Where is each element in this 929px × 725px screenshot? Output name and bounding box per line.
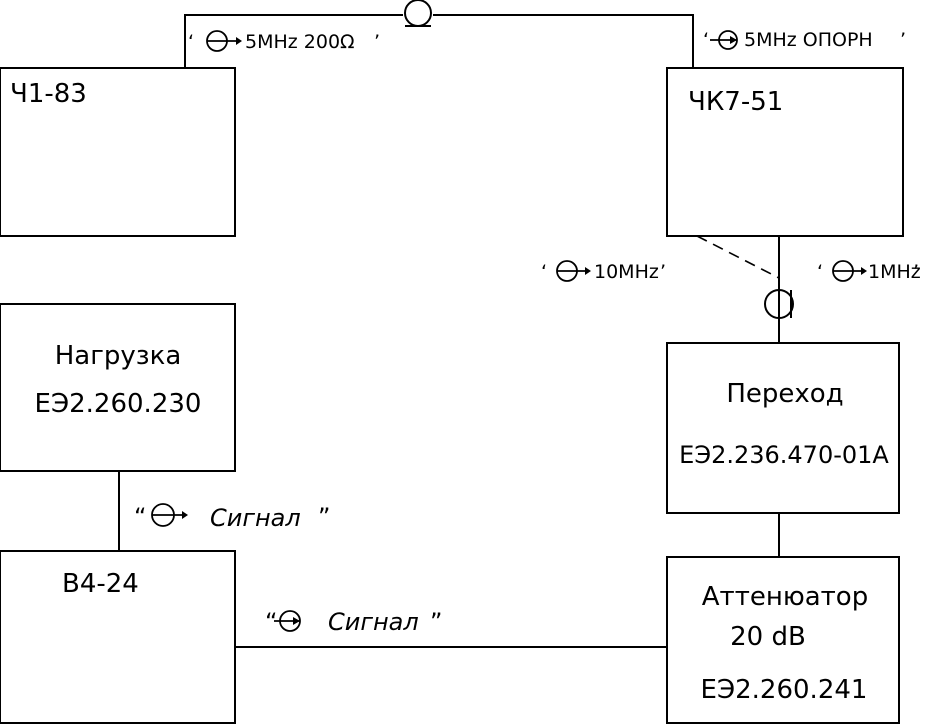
connector-5mhz-ref: ‘ 5MHz ОПОРН ’ — [703, 29, 906, 51]
block-attenuator-code: ЕЭ2.260.241 — [701, 675, 868, 705]
cable-5mhz — [184, 14, 403, 68]
output-arrow-icon — [206, 30, 242, 52]
wires — [118, 14, 780, 648]
block-v4-24-title: В4-24 — [62, 569, 139, 599]
quote-open: ‘ — [188, 31, 194, 53]
block-v4-24[interactable] — [0, 550, 236, 724]
connector-signal-input: “ Сигнал ” — [265, 608, 442, 636]
block-attenuator-value: 20 dB — [730, 622, 806, 652]
block-chk7-51[interactable] — [666, 67, 904, 237]
connector-signal-output: “ Сигнал ” — [134, 503, 330, 532]
block-load-title: Нагрузка — [55, 341, 182, 371]
connector-label: Сигнал — [210, 504, 301, 532]
quote-open: ‘ — [817, 261, 823, 283]
coax-cable-symbol — [404, 0, 432, 27]
input-arrow-icon — [274, 610, 301, 632]
block-adapter-title: Переход — [726, 379, 843, 409]
block-ch1-83-title: Ч1-83 — [10, 79, 87, 109]
input-arrow-icon — [710, 30, 738, 50]
block-attenuator-title: Аттенюатор — [702, 582, 868, 612]
block-chk7-51-title: ЧК7-51 — [688, 87, 783, 117]
block-load[interactable] — [0, 303, 236, 472]
connector-5mhz-200: ‘ 5MHz 200Ω ’ — [188, 30, 380, 53]
quote-open: “ — [265, 608, 277, 636]
connector-label: 10MHz — [594, 261, 659, 283]
connector-1mhz: ‘ 1MHz ’ — [817, 260, 921, 283]
quote-close: ’ — [660, 261, 666, 283]
cable-5mhz-right — [433, 14, 694, 68]
quote-close: ” — [430, 608, 442, 636]
block-attenuator[interactable] — [666, 556, 900, 724]
quote-close: ” — [318, 503, 330, 531]
quote-open: ‘ — [703, 29, 709, 51]
quote-close: ’ — [374, 31, 380, 53]
quote-open: “ — [134, 503, 146, 531]
connector-label: 5MHz 200Ω — [245, 31, 355, 53]
quote-open: ‘ — [541, 261, 547, 283]
coax-adapter-symbol — [764, 289, 794, 319]
output-arrow-icon — [556, 260, 591, 282]
connector-label: 1MHz — [868, 261, 921, 283]
connector-label: Сигнал — [328, 608, 419, 636]
block-load-code: ЕЭ2.260.230 — [35, 389, 202, 419]
block-adapter[interactable] — [666, 342, 900, 514]
connector-label: 5MHz ОПОРН — [744, 29, 873, 51]
cable-10mhz-dashed — [696, 235, 780, 279]
quote-close: ’ — [913, 261, 919, 283]
connector-10mhz: ‘ 10MHz ’ — [541, 260, 666, 283]
quote-close: ’ — [900, 29, 906, 51]
block-ch1-83[interactable] — [0, 67, 236, 237]
output-arrow-icon — [832, 260, 867, 282]
block-adapter-code: ЕЭ2.236.470-01А — [679, 441, 889, 469]
output-arrow-icon — [151, 503, 188, 527]
